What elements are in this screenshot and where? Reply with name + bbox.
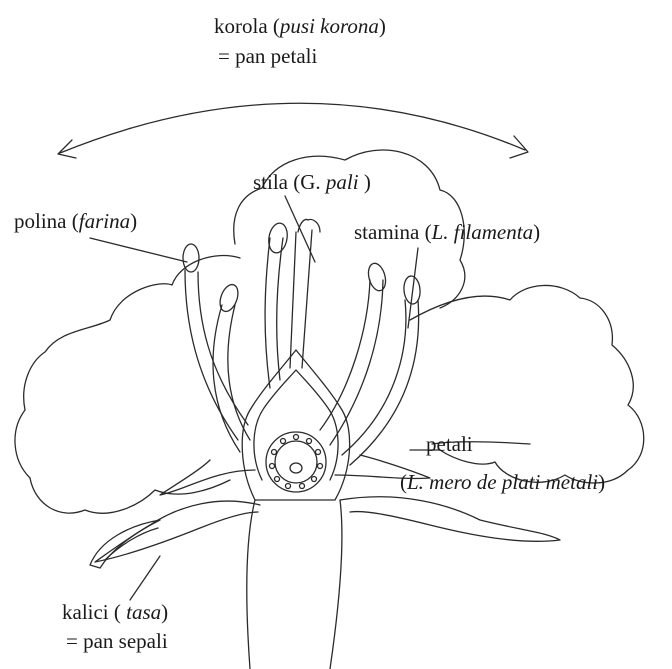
korola-name: korola ( — [214, 14, 280, 38]
stamina-name: stamina ( — [354, 220, 432, 244]
stem-right — [330, 500, 342, 669]
label-korola-equivalent: = pan petali — [218, 46, 317, 67]
label-kalici: kalici ( tasa) — [62, 602, 168, 623]
receptacle — [242, 350, 349, 500]
leader-stila — [285, 196, 315, 262]
petali-open: ( — [400, 470, 407, 494]
filament-3b — [277, 238, 283, 380]
stem-left — [247, 500, 255, 669]
filament-2 — [213, 305, 240, 452]
leaf-right — [340, 497, 560, 542]
filament-5 — [342, 300, 406, 455]
filament-3 — [265, 238, 270, 388]
petali-close: ) — [598, 470, 605, 494]
ovule — [290, 463, 302, 473]
filament-1b — [198, 272, 248, 425]
label-korola: korola (pusi korona) — [214, 16, 386, 37]
filament-2b — [228, 305, 250, 440]
style-left — [290, 232, 296, 368]
label-petali-latin: (L. mero de plati metali) — [400, 472, 605, 493]
polina-close: ) — [130, 209, 137, 233]
korola-italic: pusi korona — [280, 14, 379, 38]
polina-italic: farina — [79, 209, 130, 233]
anther-1 — [183, 244, 199, 272]
korola-close: ) — [379, 14, 386, 38]
stila-name: stila (G. — [253, 170, 326, 194]
label-polina: polina (farina) — [14, 211, 137, 232]
label-stamina: stamina (L. filamenta) — [354, 222, 540, 243]
label-kalici-equivalent: = pan sepali — [66, 631, 168, 652]
ovary-ring-inner — [275, 441, 317, 483]
polina-name: polina ( — [14, 209, 79, 233]
kalici-name: kalici ( — [62, 600, 126, 624]
stigma — [298, 220, 320, 233]
label-petali: petali — [426, 434, 473, 455]
arc-arrow-left — [58, 140, 76, 158]
leader-kalici — [130, 556, 160, 600]
kalici-italic: tasa — [126, 600, 161, 624]
stamina-italic: L. filamenta — [432, 220, 534, 244]
stila-italic: pali — [326, 170, 364, 194]
corolla-arc — [60, 103, 525, 153]
leader-polina — [90, 238, 187, 262]
petali-italic: L. mero de plati metali — [407, 470, 598, 494]
stila-close: ) — [364, 170, 371, 194]
filament-4b — [330, 280, 383, 445]
label-stila: stila (G. pali ) — [253, 172, 371, 193]
stamina-close: ) — [533, 220, 540, 244]
kalici-close: ) — [161, 600, 168, 624]
sepal-curl-inner — [105, 528, 158, 560]
